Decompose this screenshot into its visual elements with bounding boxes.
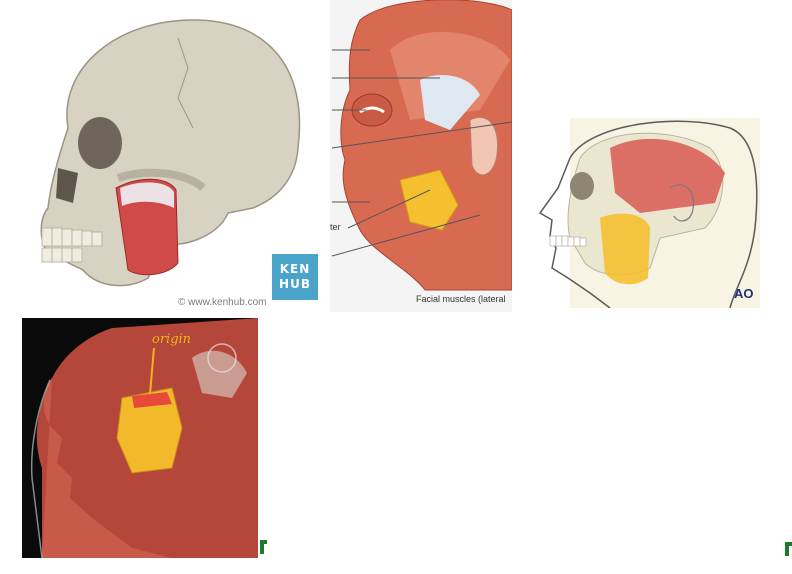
facial-muscles-drawing xyxy=(330,0,512,312)
masseter-muscle xyxy=(600,213,650,285)
3d-render-drawing xyxy=(22,318,258,558)
label-leader-lines xyxy=(331,49,512,257)
orbit xyxy=(570,172,594,200)
eyelid xyxy=(359,106,385,114)
skull-drawing xyxy=(40,19,301,287)
ear-ring xyxy=(207,343,237,373)
masseter-tendon xyxy=(120,182,174,208)
partial-label: ter xyxy=(330,222,341,232)
green-marker xyxy=(785,542,792,556)
facial-muscles-caption: Facial muscles (lateral xyxy=(416,294,506,304)
green-marker xyxy=(260,540,267,554)
kenhub-watermark: © www.kenhub.com xyxy=(178,297,267,308)
bony-structure xyxy=(192,350,247,398)
origin-annotation: origin xyxy=(152,332,192,347)
cranium xyxy=(40,19,301,287)
facial-muscles-illustration: ter Facial muscles (lateral xyxy=(330,0,512,312)
temporalis-muscle xyxy=(610,138,725,213)
kenhub-logo-line1: KEN xyxy=(279,262,311,276)
head-outline-illustration: AO xyxy=(530,118,760,308)
face-surface xyxy=(42,378,172,558)
masseter-highlight xyxy=(116,387,183,474)
kenhub-logo: KEN HUB xyxy=(272,254,318,300)
skin-outline xyxy=(30,379,51,558)
3d-render-illustration: origin xyxy=(22,318,258,558)
suture xyxy=(177,37,194,129)
ear xyxy=(469,117,498,176)
skull-masseter-illustration: © www.kenhub.com xyxy=(28,8,324,308)
origin-region xyxy=(132,392,172,408)
teeth xyxy=(549,235,587,247)
masseter-highlight xyxy=(399,169,459,231)
teeth xyxy=(41,227,103,263)
kenhub-logo-line2: HUB xyxy=(279,277,311,291)
nasal-cavity xyxy=(56,168,78,203)
head-outline-drawing xyxy=(538,118,760,308)
head-outline xyxy=(569,120,758,308)
ao-logo: AO xyxy=(734,286,754,301)
zygomatic-arch xyxy=(116,168,206,192)
origin-pointer xyxy=(149,347,155,395)
ear xyxy=(669,184,694,222)
orbit xyxy=(78,117,122,169)
temporal-fascia xyxy=(420,75,480,130)
